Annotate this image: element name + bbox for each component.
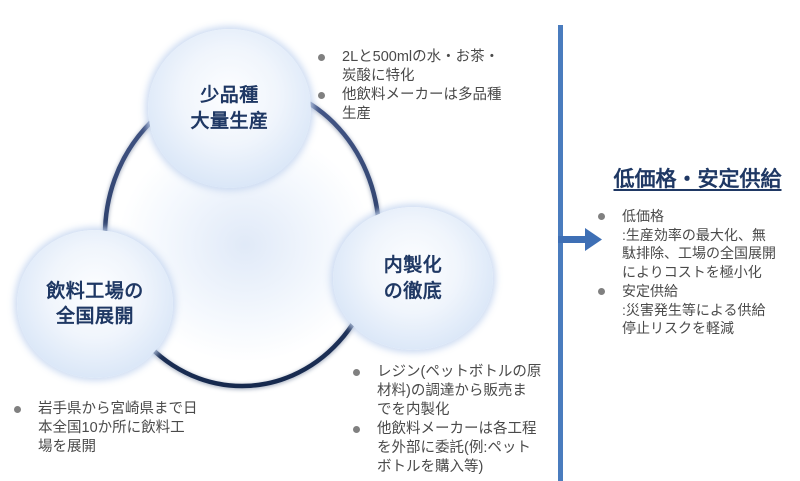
list-item: 低価格 :生産効率の最大化、無 駄排除、工場の全国展開 によりコストを極小化 bbox=[598, 207, 796, 282]
list-item: 他飲料メーカーは多品種 生産 bbox=[318, 86, 536, 124]
list-item: 他飲料メーカーは各工程 を外部に委託(例:ペット ボトルを購入等) bbox=[353, 420, 563, 477]
note-top-circle: 2Lと500mlの水・お茶・ 炭酸に特化 他飲料メーカーは多品種 生産 bbox=[318, 48, 536, 124]
note-text: 他飲料メーカーは多品種 生産 bbox=[342, 87, 502, 122]
list-item: 岩手県から宮崎県まで日 本全国10か所に飲料工 場を展開 bbox=[14, 400, 236, 457]
divider-line bbox=[558, 25, 563, 481]
bullet-icon bbox=[14, 406, 21, 413]
outcome-notes: 低価格 :生産効率の最大化、無 駄排除、工場の全国展開 によりコストを極小化 安… bbox=[598, 207, 796, 338]
outcome-title: 低価格・安定供給 bbox=[613, 168, 782, 191]
note-left-circle: 岩手県から宮崎県まで日 本全国10か所に飲料工 場を展開 bbox=[14, 400, 236, 457]
list-item: 安定供給 :災害発生等による供給 停止リスクを軽減 bbox=[598, 282, 796, 338]
circle-label-right: 内製化 の徹底 bbox=[383, 255, 443, 302]
circle-label-top: 少品種 大量生産 bbox=[190, 85, 269, 132]
bullet-icon bbox=[353, 426, 360, 433]
arrow-right-icon bbox=[558, 228, 602, 251]
bullet-icon bbox=[598, 287, 605, 295]
list-item: レジン(ペットボトルの原 材料)の調達から販売ま でを内製化 bbox=[353, 363, 563, 420]
bullet-icon bbox=[598, 213, 605, 220]
note-text: 2Lと500mlの水・お茶・ 炭酸に特化 bbox=[342, 49, 500, 84]
circle-in-house-production: 内製化 の徹底 bbox=[333, 207, 493, 350]
list-item: 2Lと500mlの水・お茶・ 炭酸に特化 bbox=[318, 48, 536, 86]
circle-label-left: 飲料工場の 全国展開 bbox=[46, 280, 144, 327]
circle-nationwide-factories: 飲料工場の 全国展開 bbox=[17, 230, 173, 378]
note-right-circle: レジン(ペットボトルの原 材料)の調達から販売ま でを内製化 他飲料メーカーは各… bbox=[353, 363, 563, 477]
note-text: レジン(ペットボトルの原 材料)の調達から販売ま でを内製化 bbox=[377, 364, 542, 418]
note-text: 低価格 :生産効率の最大化、無 駄排除、工場の全国展開 によりコストを極小化 bbox=[622, 208, 776, 281]
note-text: 安定供給 :災害発生等による供給 停止リスクを軽減 bbox=[622, 282, 766, 337]
circle-small-variety-mass-production: 少品種 大量生産 bbox=[148, 29, 311, 188]
bullet-icon bbox=[353, 369, 360, 376]
note-text: 他飲料メーカーは各工程 を外部に委託(例:ペット ボトルを購入等) bbox=[377, 421, 537, 475]
bullet-icon bbox=[318, 92, 325, 99]
bullet-icon bbox=[318, 54, 325, 61]
note-text: 岩手県から宮崎県まで日 本全国10か所に飲料工 場を展開 bbox=[38, 401, 198, 455]
